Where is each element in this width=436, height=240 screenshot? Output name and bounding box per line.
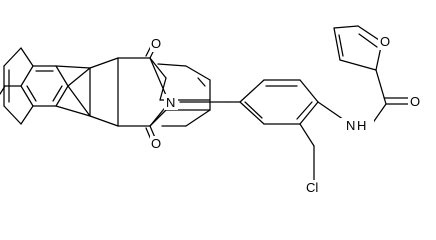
imide-ring	[145, 43, 169, 143]
o-top-bg	[150, 36, 164, 52]
nh-bg	[340, 118, 374, 134]
molecule-canvas: O N O Cl N H O O	[0, 25, 422, 196]
amide-group	[317, 69, 413, 125]
o-furan-bg	[378, 34, 392, 50]
cl-bond	[299, 123, 315, 147]
oxygen-amide: O	[410, 94, 420, 109]
hydrogen-amide: H	[357, 118, 366, 133]
bicyclic-bridge	[55, 57, 119, 127]
furan-ring	[333, 25, 383, 71]
oxygen-ketone-top: O	[151, 36, 161, 51]
chlorophenyl-ring	[227, 79, 319, 125]
cl-bg	[305, 180, 325, 196]
o-bottom-bg	[150, 136, 164, 152]
oxygen-ketone-bottom: O	[151, 136, 161, 151]
o-amide-bg	[408, 94, 422, 110]
structure-diagram: O N O Cl N H O O	[0, 25, 422, 196]
n-imide-bg	[164, 94, 178, 110]
benzo-ring	[0, 65, 69, 107]
oxygen-furan: O	[380, 34, 390, 49]
chlorine-atom: Cl	[306, 180, 318, 195]
nitrogen-imide: N	[166, 95, 175, 110]
aromatic-ring-left	[3, 47, 34, 125]
nitrogen-amide: N	[346, 118, 355, 133]
